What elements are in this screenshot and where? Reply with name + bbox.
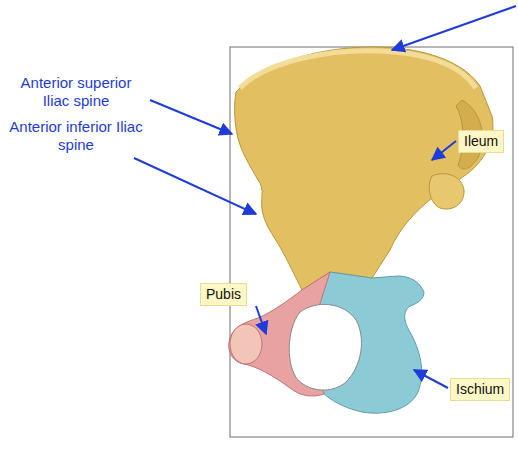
ilium-bone	[235, 47, 493, 290]
part-name: Ileum	[464, 133, 498, 150]
part-label-box: Ileum	[458, 130, 504, 153]
part-label-box: Pubis	[200, 283, 247, 306]
pubic-symphysis	[230, 324, 262, 364]
leader-arrow	[414, 370, 448, 388]
leader-arrow	[432, 141, 456, 160]
part-name: Ischium	[456, 381, 504, 398]
iliac-crest	[240, 51, 476, 88]
posterior-inferior-spine	[429, 174, 464, 209]
part-name: Pubis	[206, 286, 241, 303]
part-label-box: Ischium	[450, 378, 510, 401]
figure-frame	[230, 47, 513, 437]
leader-arrow	[256, 306, 266, 334]
obturator-foramen	[289, 304, 361, 390]
leader-arrow	[150, 100, 232, 134]
landmark-label: Anterior inferior Iliac spine	[6, 118, 146, 154]
landmark-label: Anterior superior Iliac spine	[6, 74, 146, 110]
leader-arrow	[392, 6, 516, 50]
leader-arrow	[134, 158, 256, 214]
